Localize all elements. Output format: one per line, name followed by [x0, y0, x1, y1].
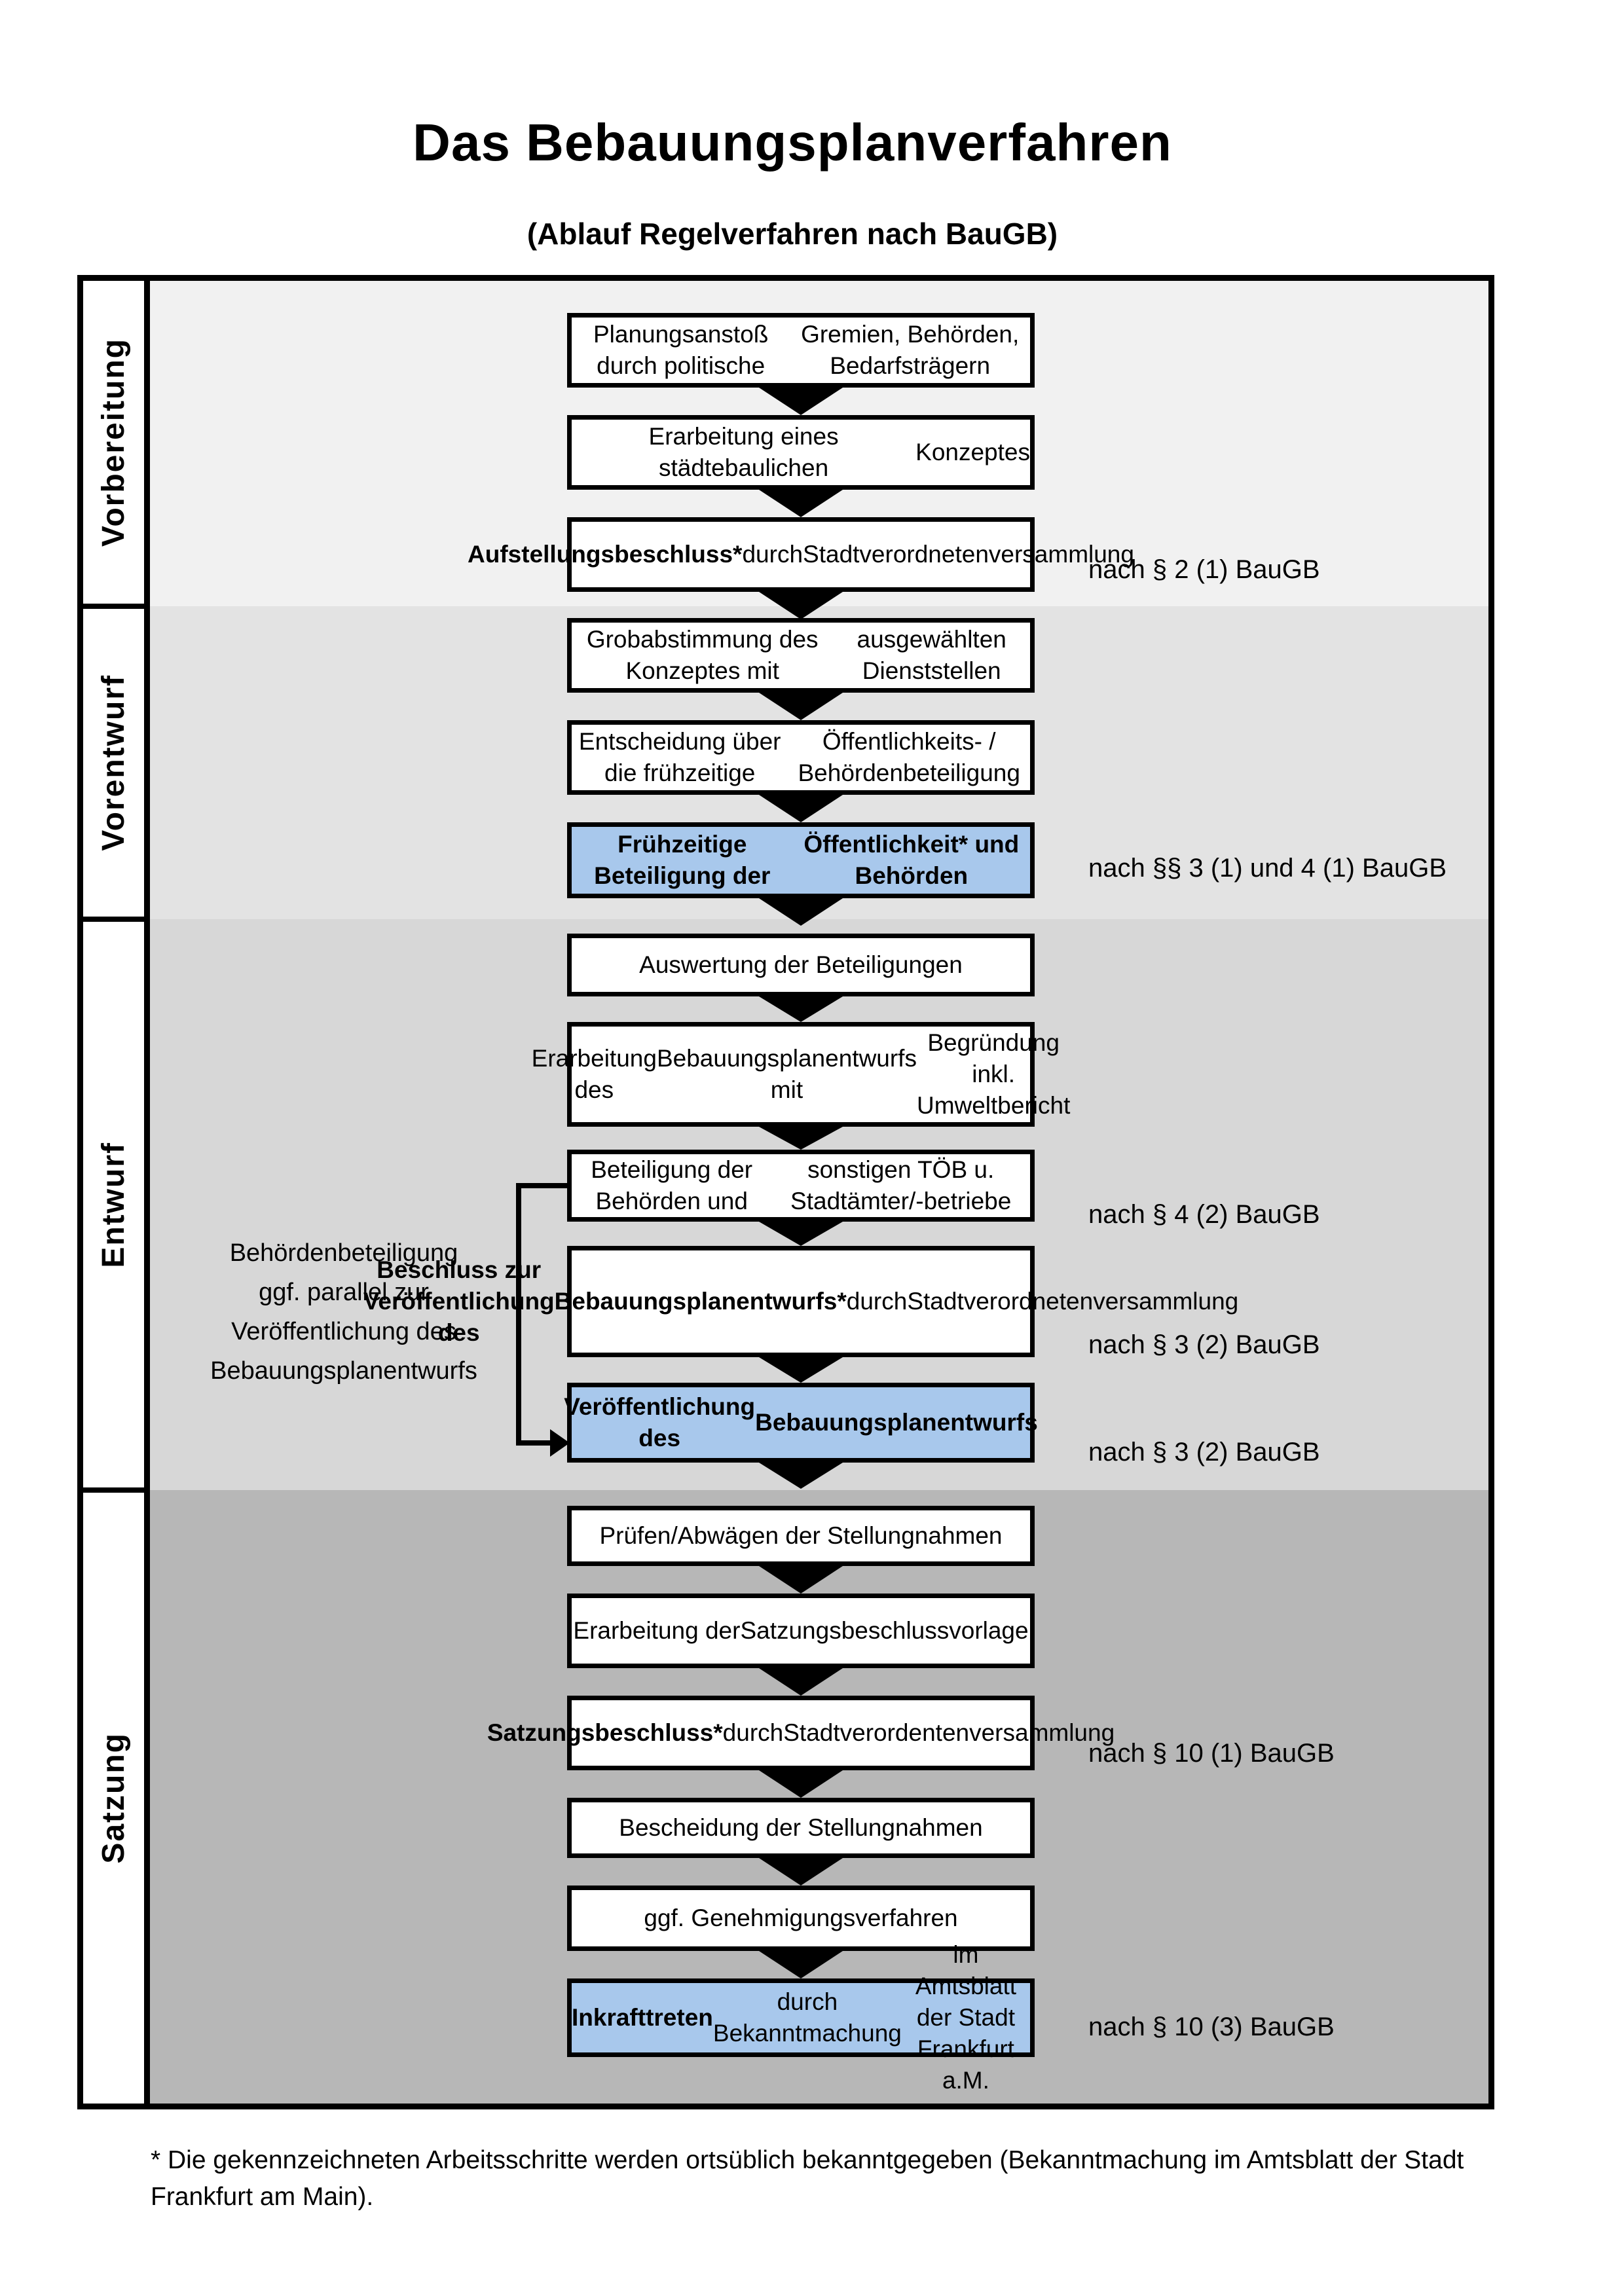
down-arrow-icon	[759, 1127, 843, 1150]
down-arrow-icon	[759, 1463, 843, 1489]
down-arrow-icon	[759, 996, 843, 1022]
down-arrow-icon	[759, 693, 843, 720]
phase-label-entwurf: Entwurf	[96, 1141, 131, 1268]
flow-box-genehmigungsverfahren: ggf. Genehmigungsverfahren	[567, 1886, 1035, 1951]
connector-horizontal-line	[516, 1440, 550, 1446]
legal-ref-inkrafttreten: nach § 10 (3) BauGB	[1088, 2013, 1335, 2041]
connector-vertical-line	[516, 1183, 521, 1446]
down-arrow-icon	[759, 1566, 843, 1594]
down-arrow-icon	[759, 1858, 843, 1886]
phase-separator-2	[83, 917, 149, 922]
page-title: Das Bebauungsplanverfahren	[413, 113, 1172, 172]
flow-box-auswertung: Auswertung der Beteiligungen	[567, 934, 1035, 996]
legal-ref-beschluss-veroeffentlichung: nach § 3 (2) BauGB	[1088, 1330, 1320, 1359]
footnote: * Die gekennzeichneten Arbeitsschritte w…	[151, 2146, 1464, 2211]
page-subtitle: (Ablauf Regelverfahren nach BauGB)	[526, 217, 1058, 251]
connector-stub-line	[516, 1183, 567, 1188]
phase-label-vorentwurf: Vorentwurf	[96, 674, 131, 851]
flow-box-bescheidung: Bescheidung der Stellungnahmen	[567, 1798, 1035, 1858]
legal-ref-behoerdenbeteiligung: nach § 4 (2) BauGB	[1088, 1200, 1320, 1229]
label-column-divider	[144, 281, 150, 2104]
down-arrow-icon	[759, 898, 843, 926]
down-arrow-icon	[759, 388, 843, 415]
down-arrow-icon	[759, 490, 843, 517]
down-arrow-icon	[759, 795, 843, 822]
phase-separator-1	[83, 604, 149, 609]
down-arrow-icon	[759, 1951, 843, 1978]
phase-label-satzung: Satzung	[96, 1732, 131, 1864]
legal-ref-aufstellungsbeschluss: nach § 2 (1) BauGB	[1088, 555, 1320, 584]
legal-ref-satzungsbeschluss: nach § 10 (1) BauGB	[1088, 1739, 1335, 1768]
right-arrowhead-icon	[550, 1429, 570, 1457]
legal-ref-fruehzeitige-beteiligung: nach §§ 3 (1) und 4 (1) BauGB	[1088, 854, 1447, 883]
phase-label-vorbereitung: Vorbereitung	[96, 337, 131, 547]
down-arrow-icon	[759, 1668, 843, 1696]
phase-separator-3	[83, 1487, 149, 1493]
down-arrow-icon	[759, 592, 843, 619]
legal-ref-veroeffentlichung-entwurf: nach § 3 (2) BauGB	[1088, 1438, 1320, 1467]
down-arrow-icon	[759, 1222, 843, 1246]
down-arrow-icon	[759, 1770, 843, 1798]
down-arrow-icon	[759, 1357, 843, 1383]
flow-box-pruefen-abwaegen: Prüfen/Abwägen der Stellungnahmen	[567, 1506, 1035, 1566]
